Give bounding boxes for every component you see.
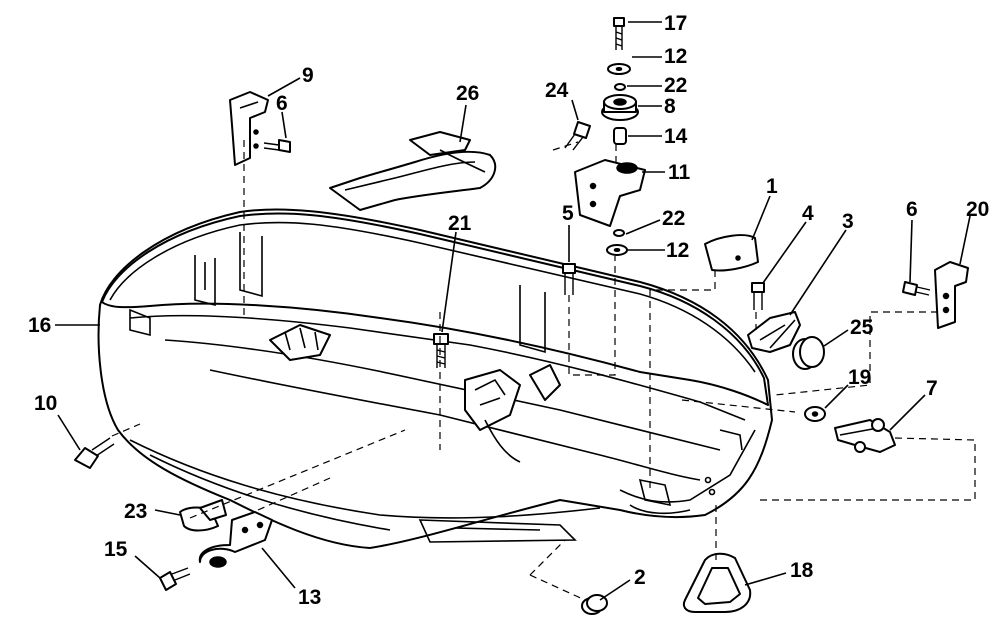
seal-part-18 <box>682 552 752 613</box>
clip-part-23 <box>179 499 227 532</box>
screw-part-6-right <box>902 281 931 296</box>
label-11: 11 <box>668 161 691 184</box>
bracket-part-13 <box>198 511 273 568</box>
mount-part-11 <box>574 159 646 227</box>
label-18: 18 <box>790 559 814 582</box>
label-4: 4 <box>802 202 814 225</box>
fitting-part-7 <box>834 418 896 453</box>
washer-part-19 <box>804 406 826 422</box>
sleeve-part-14 <box>613 127 627 145</box>
bumper-part-25 <box>792 336 825 370</box>
screw-part-5 <box>562 263 576 295</box>
bracket-part-20 <box>934 261 969 329</box>
label-1: 1 <box>766 175 778 198</box>
grommet-part-8 <box>601 94 639 121</box>
label-14: 14 <box>664 125 688 148</box>
bracket-part-9 <box>229 91 269 166</box>
label-22-top: 22 <box>664 74 687 97</box>
screw-part-6-left <box>263 139 291 153</box>
washer-part-22-lower <box>613 229 625 237</box>
label-7: 7 <box>926 377 938 400</box>
callout-labels: 17 12 22 8 14 24 11 26 9 6 5 22 12 1 4 3… <box>28 12 989 609</box>
handle-part-26 <box>329 131 497 211</box>
cap-part-1 <box>704 234 759 272</box>
label-6-right: 6 <box>906 198 918 221</box>
label-25: 25 <box>850 316 874 339</box>
washer-part-12-top <box>607 63 631 75</box>
label-19: 19 <box>848 366 871 389</box>
assembly-lines <box>111 140 976 601</box>
label-15: 15 <box>104 538 128 561</box>
label-10: 10 <box>34 392 57 415</box>
screw-part-24 <box>564 121 591 151</box>
label-5: 5 <box>562 202 574 225</box>
label-22-lower: 22 <box>662 207 685 230</box>
label-26: 26 <box>456 82 479 105</box>
label-23: 23 <box>124 500 147 523</box>
label-6-left: 6 <box>276 92 288 115</box>
label-20: 20 <box>966 198 989 221</box>
label-21: 21 <box>448 212 472 235</box>
leader-lines <box>55 21 971 601</box>
bolt-part-17 <box>613 17 625 50</box>
label-9: 9 <box>302 64 314 87</box>
screw-part-21 <box>433 333 449 368</box>
screw-part-10 <box>74 437 115 469</box>
lower-cowl-part-16 <box>97 208 773 549</box>
label-12-lower: 12 <box>666 239 689 262</box>
screw-part-4 <box>751 282 765 310</box>
washer-part-22-top <box>614 83 626 91</box>
plug-part-2 <box>581 594 608 615</box>
washer-part-12-lower <box>606 244 628 256</box>
label-17: 17 <box>664 12 687 35</box>
label-12-top: 12 <box>664 45 687 68</box>
label-3: 3 <box>842 210 854 233</box>
label-8: 8 <box>664 95 676 118</box>
label-16: 16 <box>28 314 51 337</box>
label-13: 13 <box>298 586 321 609</box>
label-2: 2 <box>634 566 646 589</box>
screw-part-15 <box>159 567 191 591</box>
latch-part-3 <box>747 311 801 353</box>
label-24: 24 <box>545 79 569 102</box>
